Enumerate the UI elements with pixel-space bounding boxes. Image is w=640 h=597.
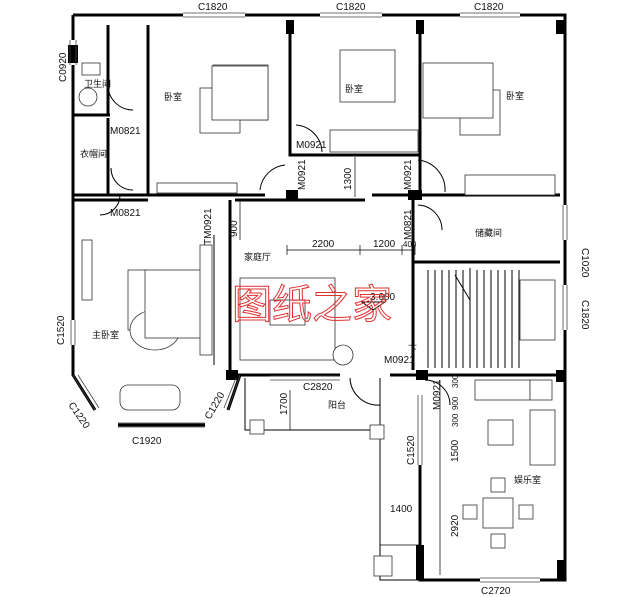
door-code: M0821 bbox=[403, 209, 414, 240]
room-label-storage: 储藏间 bbox=[475, 227, 502, 239]
dimension-label: 1700 bbox=[279, 392, 290, 415]
dimension-label: 900 bbox=[229, 220, 240, 237]
door-code: M0921 bbox=[432, 379, 443, 410]
window-code: C1220 bbox=[66, 400, 92, 431]
room-label-master-bedroom: 主卧室 bbox=[92, 329, 119, 341]
elevation-triangle-icon bbox=[360, 301, 387, 311]
bed-2 bbox=[339, 49, 396, 103]
window-code: C1820 bbox=[474, 2, 504, 13]
bed-3 bbox=[422, 62, 494, 119]
doors bbox=[99, 84, 451, 406]
window-code: C0920 bbox=[58, 52, 69, 82]
dimension-lines bbox=[239, 157, 441, 575]
room-label-bedroom-2: 卧室 bbox=[345, 83, 363, 95]
window-code: C1820 bbox=[198, 2, 228, 13]
window-code: C1520 bbox=[406, 435, 417, 465]
window-code: C1020 bbox=[579, 248, 590, 278]
door-code: TM0921 bbox=[203, 208, 214, 245]
room-label-balcony: 阳台 bbox=[328, 399, 346, 411]
window-code: C1220 bbox=[203, 390, 227, 421]
window-code: C1520 bbox=[56, 315, 67, 345]
room-label-bedroom-3: 卧室 bbox=[506, 90, 524, 102]
door-code: M0921 bbox=[403, 159, 414, 190]
window-code: C1820 bbox=[579, 300, 590, 330]
dimension-label: 1400 bbox=[390, 504, 413, 515]
stair-direction-label: 下 bbox=[408, 345, 417, 355]
dimension-label: 1300 bbox=[343, 167, 354, 190]
dimension-label: 300 bbox=[451, 374, 460, 388]
dimension-label: 1500 bbox=[450, 439, 461, 462]
window-code: C1820 bbox=[336, 2, 366, 13]
dimension-label: 2920 bbox=[450, 514, 461, 537]
dimension-label: 400 bbox=[403, 240, 417, 249]
door-code: M0821 bbox=[110, 126, 141, 137]
room-label-closet: 衣帽间 bbox=[80, 148, 107, 160]
dimension-label: 1200 bbox=[373, 239, 396, 250]
window-code: C2820 bbox=[303, 382, 333, 393]
staircase bbox=[427, 268, 556, 368]
watermark: 图纸之家 bbox=[232, 282, 392, 328]
door-code: M0921 bbox=[384, 355, 415, 366]
window-code: C1920 bbox=[132, 436, 162, 447]
dimension-label: 2200 bbox=[312, 239, 335, 250]
door-code: M0921 bbox=[297, 159, 308, 190]
room-label-bathroom: 卫生间 bbox=[84, 78, 111, 90]
dimension-label: 900 bbox=[451, 396, 460, 410]
furniture bbox=[78, 49, 556, 577]
room-label-family-hall: 家庭厅 bbox=[244, 251, 271, 263]
dimension-label: 300 bbox=[451, 413, 460, 427]
mahjong-table bbox=[482, 497, 514, 529]
door-code: M0821 bbox=[110, 208, 141, 219]
walls bbox=[68, 13, 567, 582]
windows bbox=[69, 12, 568, 583]
window-code: C2720 bbox=[481, 586, 511, 597]
room-label-entertainment: 娱乐室 bbox=[514, 474, 541, 486]
room-label-bedroom-1: 卧室 bbox=[164, 91, 182, 103]
door-code: M0921 bbox=[296, 140, 327, 151]
master-bed bbox=[144, 269, 206, 339]
elevation-mark: 3.600 bbox=[370, 292, 395, 303]
